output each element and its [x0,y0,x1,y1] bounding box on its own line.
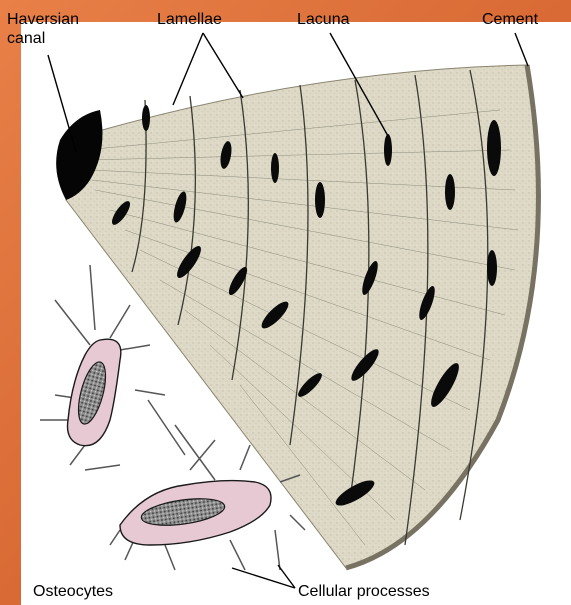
osteocytes-label: Osteocytes [33,582,113,601]
lamellae-label: Lamellae [157,10,222,29]
cellular-processes-label: Cellular processes [298,582,430,601]
lacuna-label: Lacuna [297,10,350,29]
cement-label: Cement [482,10,538,29]
haversian-canal-label: Haversian canal [7,10,79,48]
haversian-canal-label-line1: Haversian [7,10,79,29]
haversian-canal-label-line2: canal [7,29,79,48]
